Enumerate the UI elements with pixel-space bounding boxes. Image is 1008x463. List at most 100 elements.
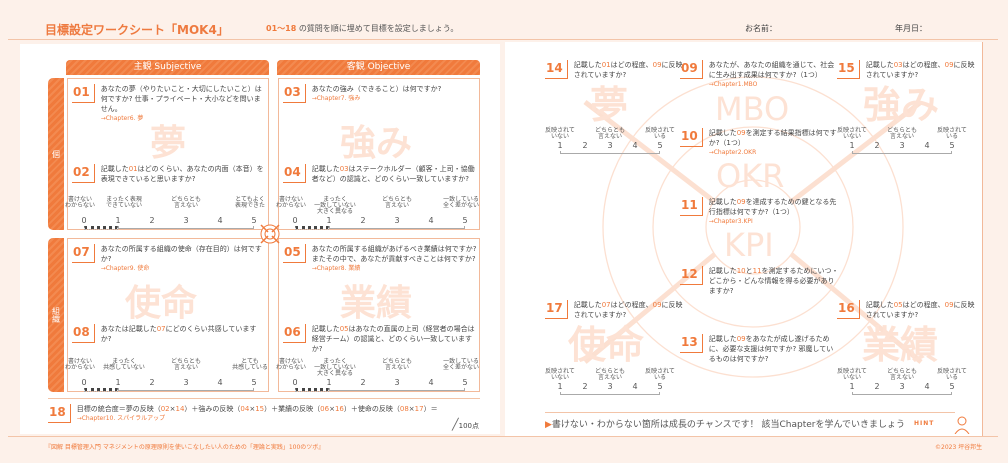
question-text: 記載した01はどの程度、09に反映されていますか? — [573, 61, 683, 79]
chapter-link[interactable]: →Chapter1.MBO — [708, 81, 758, 88]
question-number: 13 — [680, 334, 703, 353]
scale-point-4[interactable]: 4 — [924, 382, 930, 391]
row-individual: 個 — [48, 78, 64, 230]
question-number: 07 — [72, 244, 95, 263]
scale-point-4[interactable]: 4 — [217, 378, 223, 387]
chapter-link[interactable]: →Chapter8. 業績 — [311, 265, 361, 272]
scale-point-5[interactable]: 5 — [657, 141, 663, 150]
scale-point-2[interactable]: 2 — [582, 141, 588, 150]
scale-point-1[interactable]: 1 — [849, 382, 855, 391]
scale-point-1[interactable]: 1 — [849, 141, 855, 150]
scale-point-1[interactable]: 1 — [326, 378, 332, 387]
watermark-results: 業績 — [340, 283, 413, 324]
scale-point-5[interactable]: 5 — [657, 382, 663, 391]
hint-message: ▶書けない・わからない箇所は成長のチャンスです！ 該当Chapterを学んでいき… — [545, 417, 905, 430]
scale-point-2[interactable]: 2 — [874, 382, 880, 391]
scale-axis — [560, 151, 660, 154]
hint-text: 書けない・わからない箇所は成長のチャンスです！ 該当Chapterを学んでいきま… — [551, 420, 906, 430]
question-number: 11 — [680, 197, 703, 216]
scale-point-5[interactable]: 5 — [462, 378, 468, 387]
scale-point-5[interactable]: 5 — [462, 216, 468, 225]
chapter-link[interactable]: →Chapter9. 使命 — [100, 265, 150, 272]
scale-point-4[interactable]: 4 — [217, 216, 223, 225]
scale-axis — [560, 392, 660, 395]
chapter-link[interactable]: →Chapter7. 強み — [311, 95, 361, 102]
question-number: 12 — [680, 266, 703, 285]
watermark-strength: 強み — [340, 123, 413, 164]
question-text: 記載した01はどのくらい、あなたの内面（本音）を表現できていると思いますか? — [100, 165, 264, 183]
scale-point-3[interactable]: 3 — [183, 378, 189, 387]
header-divider — [8, 39, 998, 40]
scale-point-5[interactable]: 5 — [251, 378, 257, 387]
scale-point-1[interactable]: 1 — [557, 141, 563, 150]
scale-point-2[interactable]: 2 — [149, 378, 155, 387]
scale-point-5[interactable]: 5 — [949, 141, 955, 150]
q18-divider — [48, 398, 480, 399]
scale-label: どちらとも 言えない — [594, 368, 626, 381]
question-text: 記載した09を測定する結果指標は何ですか?（1つ） — [708, 129, 837, 147]
page-subtitle: 01～18 の質問を順に埋めて目標を設定しましょう。 — [266, 23, 458, 34]
scale-point-5[interactable]: 5 — [949, 382, 955, 391]
scale-point-1[interactable]: 1 — [326, 216, 332, 225]
question-text: あなたが、あなたの組織を通じて、社会に生み出す成果は何ですか?（1つ） — [708, 61, 835, 79]
chapter-link[interactable]: →Chapter2.OKR — [708, 149, 757, 156]
name-field[interactable]: お名前： — [745, 24, 777, 33]
scale-point-3[interactable]: 3 — [607, 382, 613, 391]
question-text: 目標の統合度＝夢の反映（02×14）＋強みの反映（04×15）＋業績の反映（06… — [76, 405, 438, 413]
person-thinking-icon — [954, 416, 970, 434]
scale-label: 反映されて いない — [837, 127, 867, 140]
box-results — [278, 238, 480, 392]
scale-point-0[interactable]: 0 — [81, 216, 87, 225]
scale-label: 反映されて いる — [645, 127, 675, 140]
score-label: 100点 — [458, 422, 479, 430]
right-page — [505, 42, 983, 436]
box-mission — [67, 238, 269, 392]
question-number: 17 — [545, 300, 568, 319]
scale-point-1[interactable]: 1 — [115, 216, 121, 225]
scale-point-2[interactable]: 2 — [360, 216, 366, 225]
scale-label: どちらとも 言えない — [381, 196, 413, 209]
scale-point-3[interactable]: 3 — [394, 378, 400, 387]
scale-axis-zero — [295, 388, 329, 392]
scale-point-1[interactable]: 1 — [557, 382, 563, 391]
scale-point-4[interactable]: 4 — [428, 216, 434, 225]
chapter-link[interactable]: →Chapter6. 夢 — [100, 115, 144, 122]
subjective-header: 主観 Subjective — [66, 60, 269, 75]
question-number: 02 — [72, 164, 95, 183]
scale-point-4[interactable]: 4 — [632, 141, 638, 150]
scale-point-1[interactable]: 1 — [115, 378, 121, 387]
scale-point-0[interactable]: 0 — [292, 378, 298, 387]
chapter-link[interactable]: →Chapter3.KPI — [708, 218, 753, 225]
scale-point-4[interactable]: 4 — [924, 141, 930, 150]
box-strength — [278, 78, 480, 230]
scale-point-3[interactable]: 3 — [394, 216, 400, 225]
scale-point-3[interactable]: 3 — [899, 382, 905, 391]
scale-label: とてもよく 表現できた — [234, 196, 266, 209]
score-total[interactable]: ╱100点 — [452, 418, 479, 431]
watermark-dream-right: 夢 — [590, 83, 629, 127]
scale-point-0[interactable]: 0 — [292, 216, 298, 225]
scale-label: どちらとも 言えない — [170, 358, 202, 371]
scale-point-5[interactable]: 5 — [251, 216, 257, 225]
scale-point-3[interactable]: 3 — [899, 141, 905, 150]
chapter-link[interactable]: →Chapter10. スパイラルアップ — [76, 415, 166, 422]
date-field[interactable]: 年月日： — [895, 24, 927, 33]
scale-axis-zero — [84, 388, 118, 392]
scale-point-2[interactable]: 2 — [874, 141, 880, 150]
scale-label: 一致している 全く差がない — [442, 358, 480, 371]
scale-point-2[interactable]: 2 — [360, 378, 366, 387]
scale-point-4[interactable]: 4 — [428, 378, 434, 387]
scale-point-4[interactable]: 4 — [632, 382, 638, 391]
box-dream — [67, 78, 269, 230]
scale-point-0[interactable]: 0 — [81, 378, 87, 387]
scale-point-3[interactable]: 3 — [607, 141, 613, 150]
scale-point-2[interactable]: 2 — [149, 216, 155, 225]
scale-label: まったく 一致していない 大きく異なる — [314, 196, 356, 215]
question-text: あなたの強み（できること）は何ですか? — [311, 85, 442, 93]
scale-point-3[interactable]: 3 — [183, 216, 189, 225]
question-text: あなたの夢（やりたいこと・大切にしたいこと）は何ですか? 仕事・プライベート・大… — [100, 85, 262, 113]
scale-point-2[interactable]: 2 — [582, 382, 588, 391]
